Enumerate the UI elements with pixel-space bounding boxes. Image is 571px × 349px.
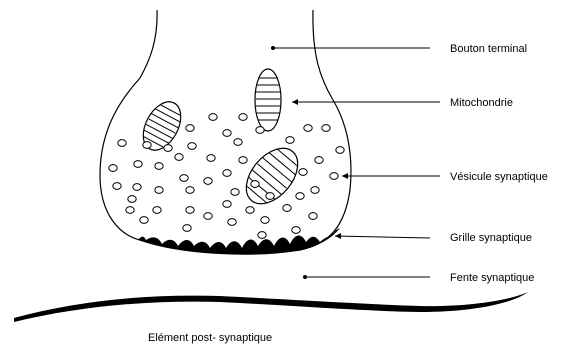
synaptic-vesicle (223, 170, 231, 177)
arrow-grille (335, 233, 341, 239)
synaptic-vesicle (283, 205, 291, 212)
arrow-vesicule (342, 173, 348, 179)
label-bouton-terminal: Bouton terminal (450, 43, 527, 55)
mitochondrion-center (236, 139, 308, 214)
synaptic-vesicle (256, 127, 264, 134)
synaptic-vesicle (296, 193, 304, 200)
synaptic-vesicle (266, 193, 274, 200)
synaptic-vesicle (258, 232, 266, 239)
synaptic-vesicle (113, 183, 121, 190)
synaptic-vesicle (309, 213, 317, 220)
synaptic-vesicle (239, 157, 247, 164)
synaptic-vesicle (261, 217, 269, 224)
synaptic-vesicle (118, 140, 126, 147)
synaptic-vesicle (188, 143, 196, 150)
synaptic-vesicle (292, 227, 300, 234)
synaptic-vesicle (330, 173, 338, 180)
synaptic-grid (138, 228, 340, 254)
synaptic-vesicle (231, 189, 239, 196)
synaptic-vesicle (180, 175, 188, 182)
mitochondrion-top (255, 69, 281, 131)
synaptic-vesicle (128, 196, 136, 203)
synaptic-vesicle (234, 139, 242, 146)
arrow-mitochondrie (292, 99, 298, 105)
synaptic-vesicle (223, 130, 231, 137)
synaptic-vesicle (153, 207, 161, 214)
synaptic-vesicle (322, 125, 330, 132)
synaptic-vesicle (175, 154, 183, 161)
synaptic-vesicle (304, 125, 312, 132)
synaptic-vesicle (134, 161, 142, 168)
synaptic-vesicle (155, 187, 163, 194)
vesicle-group (109, 114, 344, 239)
synaptic-vesicle (155, 163, 163, 170)
synaptic-vesicle (251, 181, 259, 188)
synaptic-vesicle (183, 225, 191, 232)
synaptic-vesicle (207, 155, 215, 162)
synaptic-vesicle (133, 184, 141, 191)
synaptic-vesicle (286, 137, 294, 144)
synaptic-vesicle (126, 207, 134, 214)
synaptic-vesicle (239, 114, 247, 121)
synaptic-vesicle (204, 213, 212, 220)
synaptic-vesicle (209, 114, 217, 121)
label-element-post-synaptique: Elément post- synaptique (148, 332, 272, 344)
postsynaptic-element (14, 292, 528, 322)
label-mitochondrie: Mitochondrie (450, 97, 513, 109)
synaptic-vesicle (109, 165, 117, 172)
label-grille-synaptique: Grille synaptique (450, 232, 532, 244)
synaptic-vesicle (246, 207, 254, 214)
synaptic-vesicle (228, 219, 236, 226)
synaptic-vesicle (143, 142, 151, 149)
synaptic-vesicle (140, 217, 148, 224)
synaptic-vesicle (186, 125, 194, 132)
synaptic-vesicle (164, 145, 172, 152)
label-vesicule-synaptique: Vésicule synaptique (450, 171, 548, 183)
synaptic-vesicle (311, 187, 319, 194)
synaptic-vesicle (336, 147, 344, 154)
synaptic-vesicle (186, 187, 194, 194)
synaptic-vesicle (315, 157, 323, 164)
synaptic-vesicle (204, 178, 212, 185)
label-fente-synaptique: Fente synaptique (450, 272, 534, 284)
synaptic-vesicle (223, 201, 231, 208)
synaptic-vesicle (299, 169, 307, 176)
synaptic-vesicle (186, 207, 194, 214)
